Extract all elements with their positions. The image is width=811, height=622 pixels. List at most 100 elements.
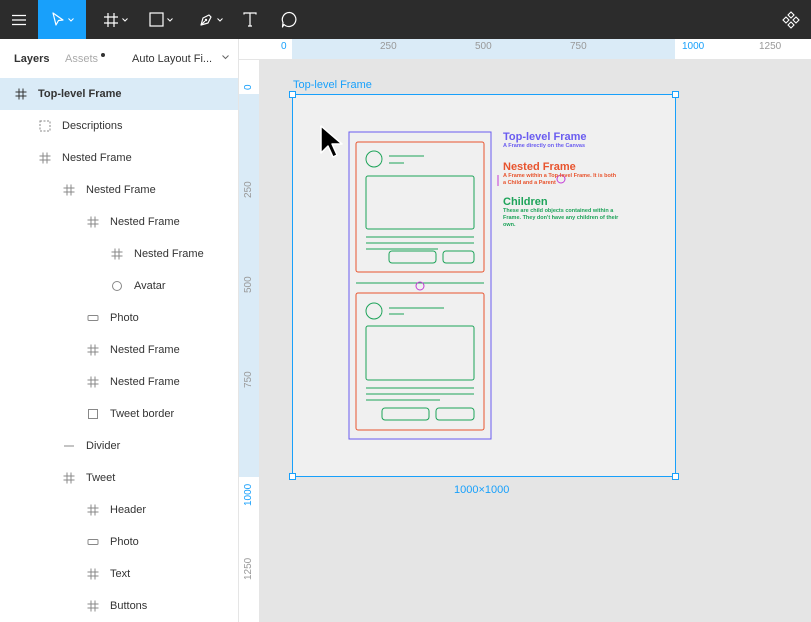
- ruler-tick-label: 1000: [243, 483, 254, 506]
- layer-label: Nested Frame: [110, 216, 180, 228]
- layer-row[interactable]: Nested Frame: [0, 142, 238, 174]
- button: [381, 407, 430, 421]
- resize-handle-top-left[interactable]: [289, 91, 296, 98]
- layer-row[interactable]: Photo: [0, 302, 238, 334]
- tweet-border: [355, 141, 485, 273]
- ruler-tick-label: 250: [380, 41, 397, 52]
- ruler-selection-highlight: [292, 39, 675, 59]
- ruler-selection-highlight: [239, 94, 259, 477]
- cursor-icon: [320, 125, 343, 158]
- frame-icon: [38, 151, 52, 165]
- resize-handle-bottom-left[interactable]: [289, 473, 296, 480]
- layer-label: Divider: [86, 440, 121, 452]
- resize-handle-top-right[interactable]: [672, 91, 679, 98]
- layer-row[interactable]: Nested Frame: [0, 206, 238, 238]
- frame-icon: [86, 215, 100, 229]
- frame-icon: [62, 183, 76, 197]
- rectangle-tool-icon: [149, 12, 164, 27]
- layer-row[interactable]: Tweet: [0, 462, 238, 494]
- legend-title: Top-level Frame: [503, 131, 587, 143]
- layer-row[interactable]: Nested Frame: [0, 238, 238, 270]
- layer-label: Nested Frame: [86, 184, 156, 196]
- ellipse-icon: [110, 279, 124, 293]
- frame-icon: [110, 247, 124, 261]
- layer-label: Tweet: [86, 472, 116, 484]
- tweet-border: [355, 292, 485, 431]
- legend-text: A Frame directly on the Canvas: [503, 143, 586, 149]
- legend-text: a Child and a Parent: [503, 180, 556, 186]
- chevron-down-icon: [167, 17, 173, 22]
- frame-label[interactable]: Top-level Frame: [293, 79, 372, 91]
- ruler-tick-label: 750: [243, 371, 254, 388]
- pen-tool-button[interactable]: [190, 0, 230, 39]
- layer-row[interactable]: Nested Frame: [0, 174, 238, 206]
- avatar: [365, 302, 383, 320]
- layer-label: Photo: [110, 536, 139, 548]
- legend-text: Frame. They don't have any children of t…: [503, 215, 619, 221]
- frame-icon: [14, 87, 28, 101]
- rectangle-icon: [86, 311, 100, 325]
- legend-title: Children: [503, 196, 548, 208]
- frame-tool-button[interactable]: [96, 0, 134, 39]
- move-tool-icon: [51, 12, 64, 26]
- chevron-down-icon: [216, 17, 223, 22]
- layer-row[interactable]: Divider: [0, 430, 238, 462]
- button: [435, 407, 475, 421]
- legend-title: Nested Frame: [503, 161, 576, 173]
- components-icon[interactable]: [778, 0, 804, 39]
- tab-layers[interactable]: Layers: [14, 53, 50, 65]
- frame-icon: [86, 599, 100, 613]
- layer-row[interactable]: Nested Frame: [0, 334, 238, 366]
- layer-label: Nested Frame: [110, 376, 180, 388]
- layer-label: Nested Frame: [134, 248, 204, 260]
- resize-handle-bottom-right[interactable]: [672, 473, 679, 480]
- layer-row[interactable]: Buttons: [0, 590, 238, 622]
- ruler-tick-label: 0: [281, 41, 287, 52]
- frame-icon: [86, 567, 100, 581]
- text-tool-button[interactable]: [238, 0, 262, 39]
- layer-row[interactable]: Avatar: [0, 270, 238, 302]
- shape-tool-button[interactable]: [142, 0, 180, 39]
- frame-icon: [86, 375, 100, 389]
- chevron-down-icon: [121, 17, 128, 22]
- avatar: [365, 150, 383, 168]
- page-select[interactable]: Auto Layout Fi...: [132, 53, 213, 65]
- ruler-tick-label: 1000: [682, 41, 705, 52]
- layer-label: Nested Frame: [110, 344, 180, 356]
- ruler-tick-label: 500: [475, 41, 492, 52]
- layer-label: Buttons: [110, 600, 148, 612]
- tab-assets[interactable]: Assets: [65, 53, 99, 65]
- photo: [365, 175, 475, 230]
- comment-icon: [281, 11, 296, 28]
- layer-row[interactable]: Nested Frame: [0, 366, 238, 398]
- button: [442, 250, 475, 264]
- legend-text: own.: [503, 222, 516, 228]
- layer-label: Text: [110, 568, 131, 580]
- move-tool-button[interactable]: [38, 0, 86, 39]
- ruler-tick-label: 0: [243, 84, 254, 90]
- layer-label: Nested Frame: [62, 152, 132, 164]
- layer-row[interactable]: Header: [0, 494, 238, 526]
- layer-row[interactable]: Descriptions: [0, 110, 238, 142]
- square-icon: [86, 407, 100, 421]
- layer-row[interactable]: Text: [0, 558, 238, 590]
- frame-icon: [86, 503, 100, 517]
- layer-label: Descriptions: [62, 120, 123, 132]
- photo: [365, 325, 475, 381]
- pen-tool-icon: [199, 13, 212, 26]
- hamburger-menu-icon[interactable]: [0, 0, 38, 39]
- layer-row[interactable]: Top-level Frame: [0, 78, 238, 110]
- group-icon: [38, 119, 52, 133]
- nested-frame-outline: [348, 131, 492, 440]
- ruler-tick-label: 500: [243, 276, 254, 293]
- frame-icon: [62, 471, 76, 485]
- ruler-vertical: 0 250 500 750 1000 1250: [239, 60, 260, 622]
- layer-row[interactable]: Photo: [0, 526, 238, 558]
- layer-row[interactable]: Tweet border: [0, 398, 238, 430]
- frame-dimensions: 1000×1000: [454, 484, 510, 496]
- chevron-down-icon[interactable]: [222, 55, 229, 60]
- ruler-tick-label: 1250: [243, 557, 254, 580]
- comment-tool-button[interactable]: [276, 0, 302, 39]
- layer-label: Avatar: [134, 280, 166, 292]
- frame-icon: [86, 343, 100, 357]
